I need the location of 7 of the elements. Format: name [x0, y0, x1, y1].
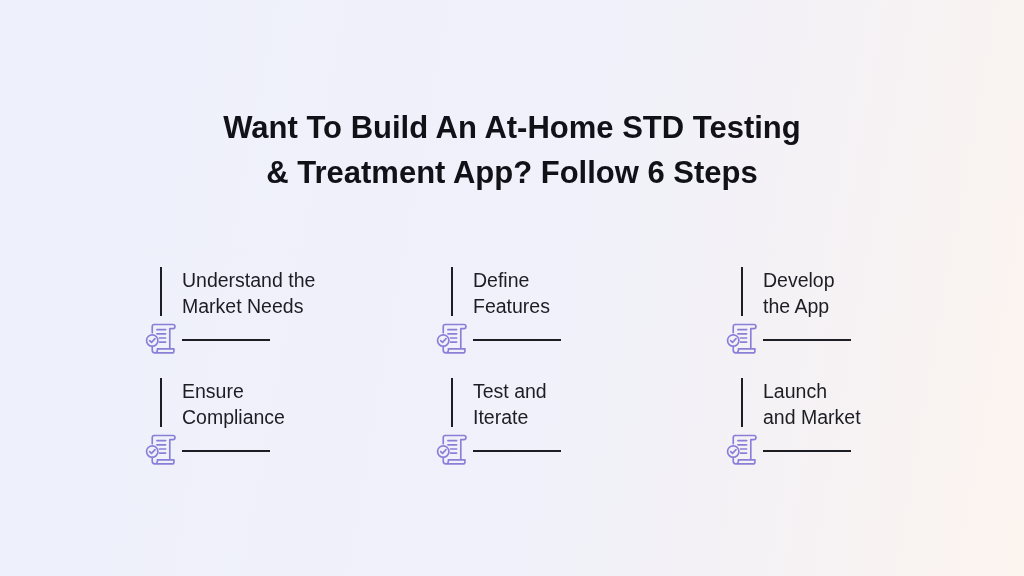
- step-label: Test and Iterate: [473, 379, 547, 430]
- step-label: Understand the Market Needs: [182, 268, 316, 319]
- step-label: Ensure Compliance: [182, 379, 285, 430]
- heading: Want To Build An At-Home STD Testing & Treatment App? Follow 6 Steps: [222, 109, 802, 192]
- step-label: Launch and Market: [763, 379, 861, 430]
- step-label: Develop the App: [763, 268, 835, 319]
- step-label: Define Features: [473, 268, 550, 319]
